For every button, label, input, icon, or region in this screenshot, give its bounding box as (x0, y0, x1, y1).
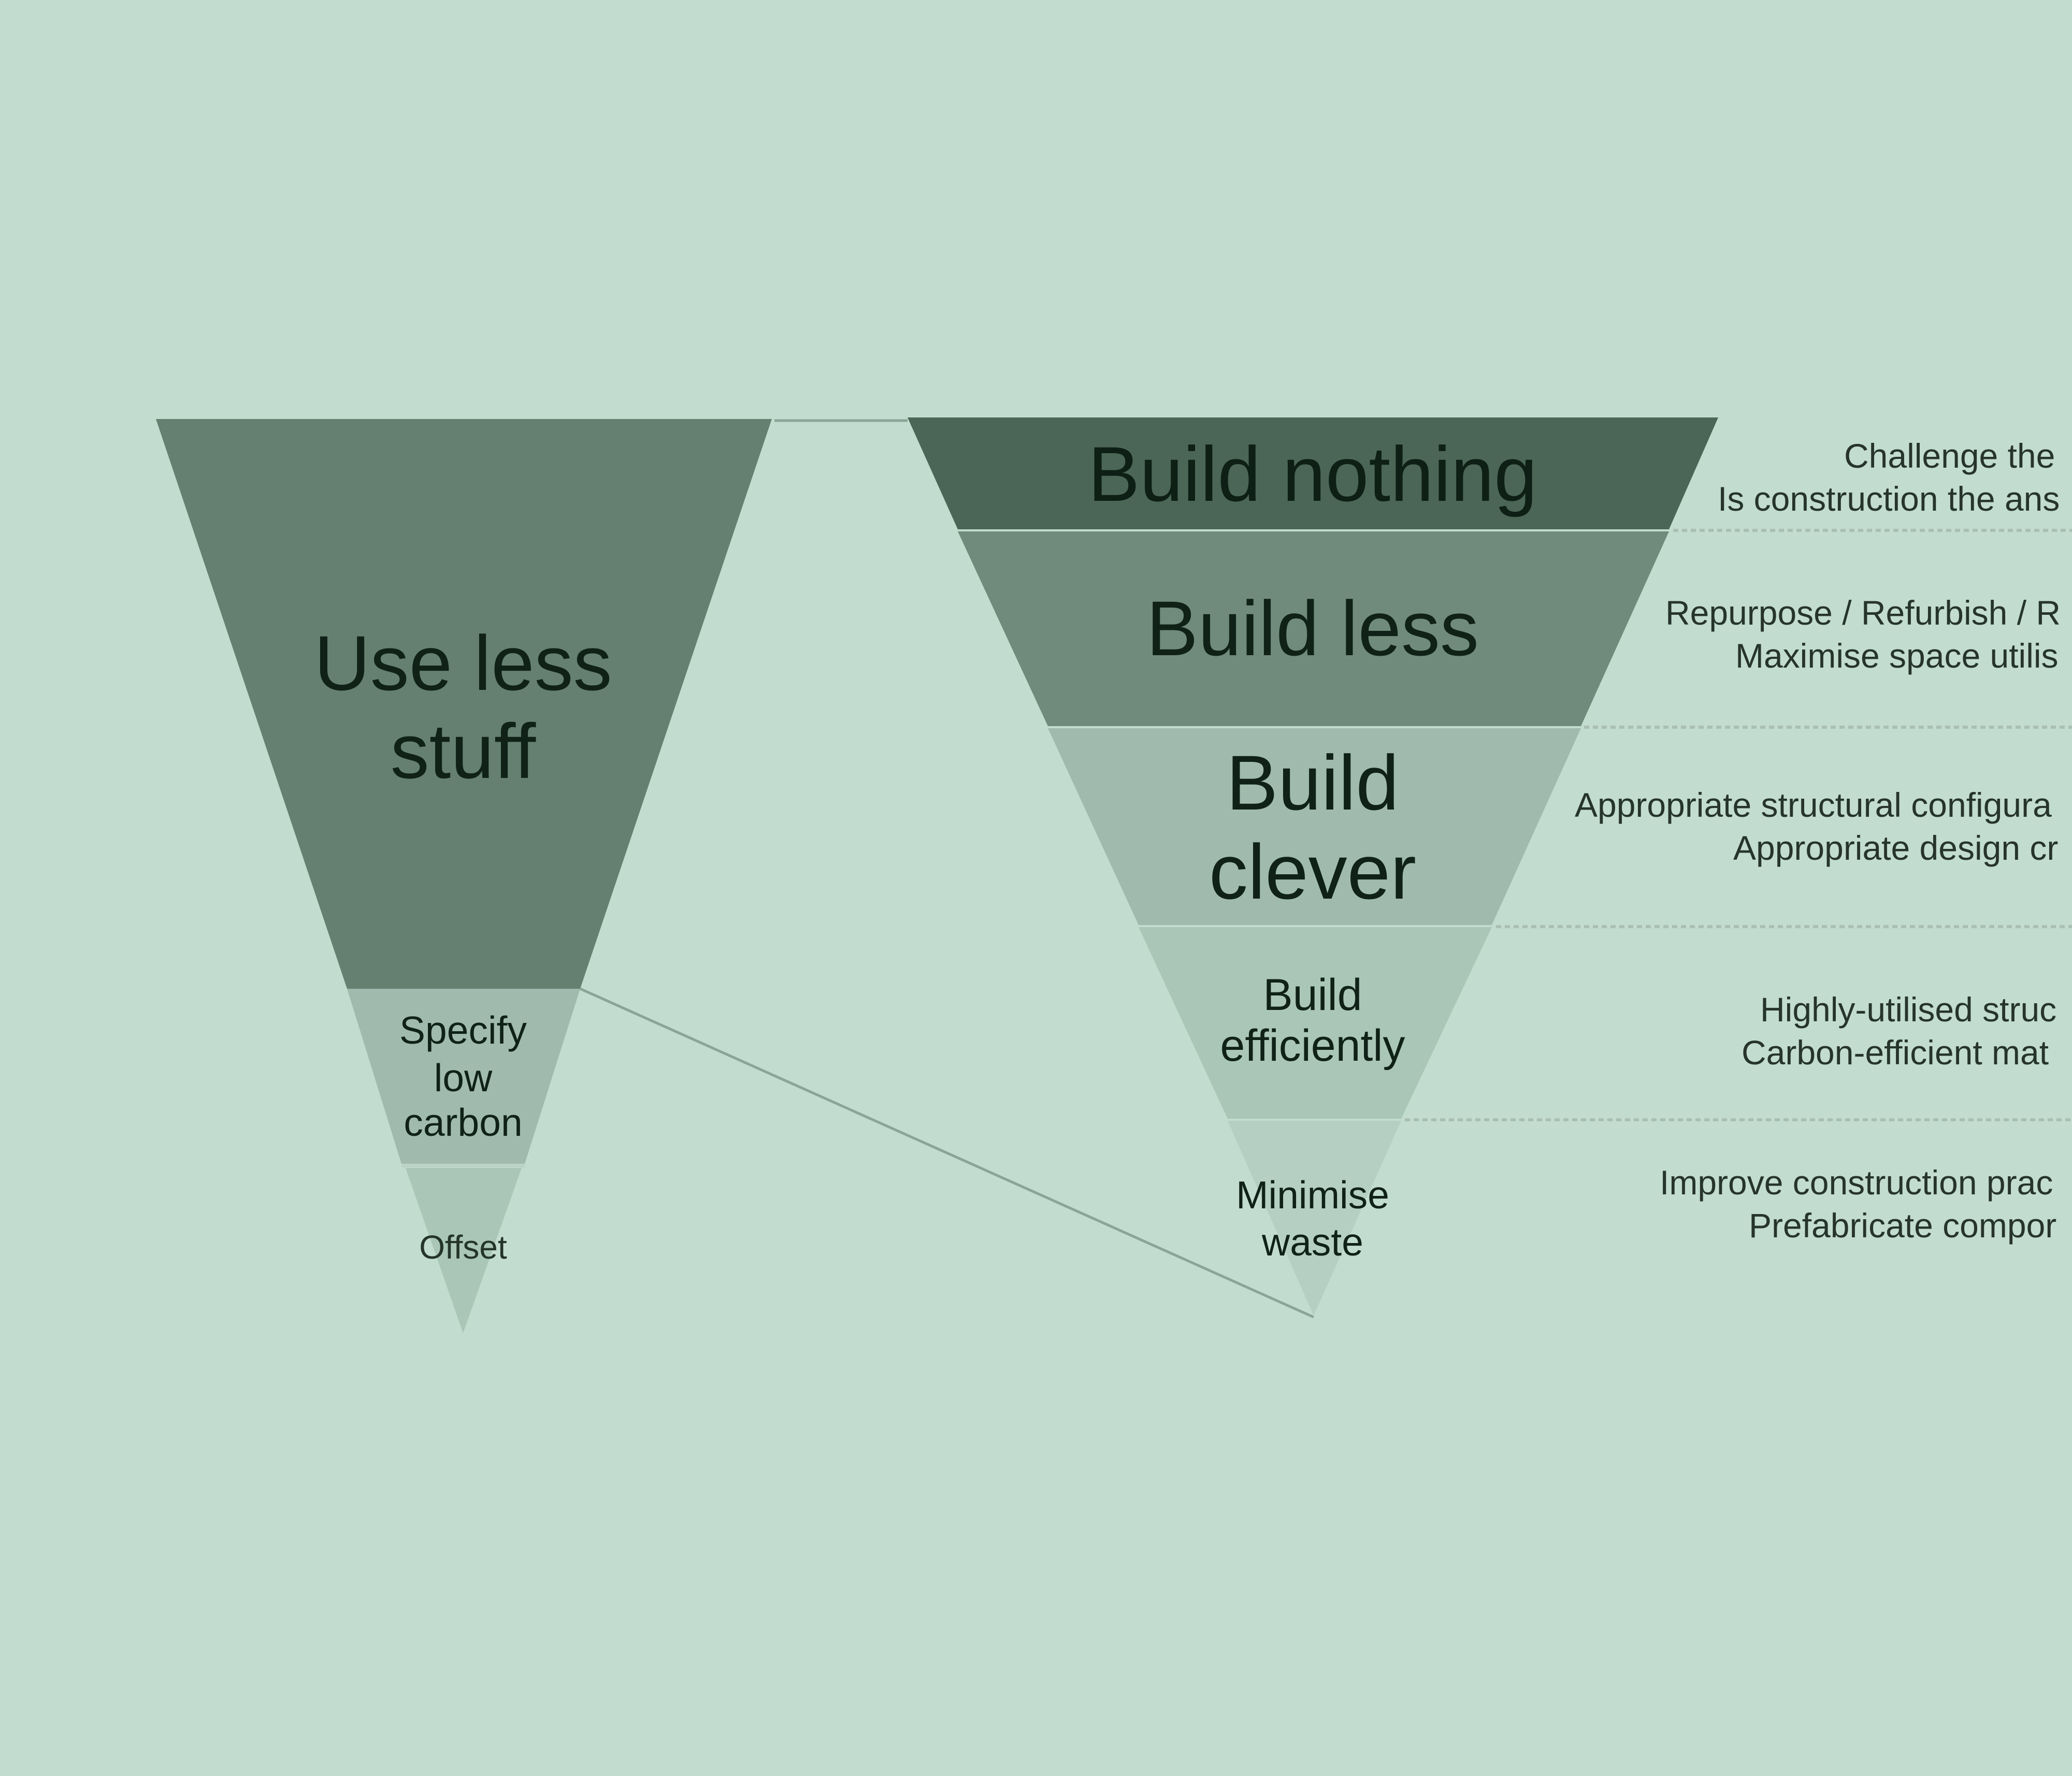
specify-low-carbon-label-line3: carbon (404, 1101, 522, 1144)
right-tier-build-less (958, 531, 1669, 726)
specify-low-carbon-label-line2: low (434, 1056, 493, 1100)
minimise-waste-desc-line1: Improve construction prac (1660, 1163, 2053, 1202)
use-less-stuff-label-line1: Use less (314, 619, 612, 706)
build-efficiently-label-line1: Build (1263, 970, 1362, 1020)
minimise-waste-label-line2: waste (1261, 1220, 1363, 1264)
build-nothing-desc-line2: Is construction the ans (1718, 480, 2060, 518)
build-clever-desc-line2: Appropriate design cr (1733, 829, 2058, 867)
build-efficiently-label-line2: efficiently (1220, 1021, 1405, 1071)
build-less-label: Build less (1146, 585, 1479, 672)
minimise-waste-desc-line2: Prefabricate compor (1749, 1206, 2056, 1245)
build-less-desc-line1: Repurpose / Refurbish / R (1665, 594, 2061, 632)
right-tier-build-nothing (908, 417, 1718, 529)
build-nothing-desc-line1: Challenge the (1844, 437, 2055, 475)
build-clever-label-line2: clever (1209, 828, 1416, 915)
zoom-connectors (579, 419, 1315, 1319)
use-less-stuff-label-line2: stuff (391, 707, 536, 795)
build-efficiently-desc-line1: Highly-utilised struc (1760, 990, 2056, 1029)
tier-descriptions: Challenge the Is construction the ans Re… (1575, 437, 2061, 1245)
minimise-waste-label-line1: Minimise (1236, 1173, 1389, 1217)
build-nothing-label: Build nothing (1088, 430, 1537, 517)
build-clever-label-line1: Build (1226, 739, 1399, 826)
left-tier-specify-low-carbon (347, 989, 580, 1164)
build-clever-desc-line1: Appropriate structural configura (1575, 786, 2052, 824)
right-tier-minimise-waste (1228, 1121, 1401, 1316)
left-pyramid: Use less stuff Specify low carbon Offset (156, 419, 772, 1333)
right-tier-build-efficiently (1139, 927, 1492, 1119)
connector-bottom (579, 987, 1315, 1319)
build-efficiently-desc-line2: Carbon-efficient mat (1742, 1033, 2049, 1072)
tier-dividers (1405, 529, 2072, 1121)
left-tier-use-less-stuff (156, 419, 772, 989)
right-tier-build-clever (1048, 728, 1581, 925)
build-less-desc-line2: Maximise space utilis (1735, 637, 2059, 675)
specify-low-carbon-label-line1: Specify (399, 1008, 527, 1052)
offset-label: Offset (419, 1229, 507, 1266)
left-tier-offset (406, 1168, 522, 1333)
right-pyramid: Build nothing Build less Build clever Bu… (908, 417, 1718, 1316)
